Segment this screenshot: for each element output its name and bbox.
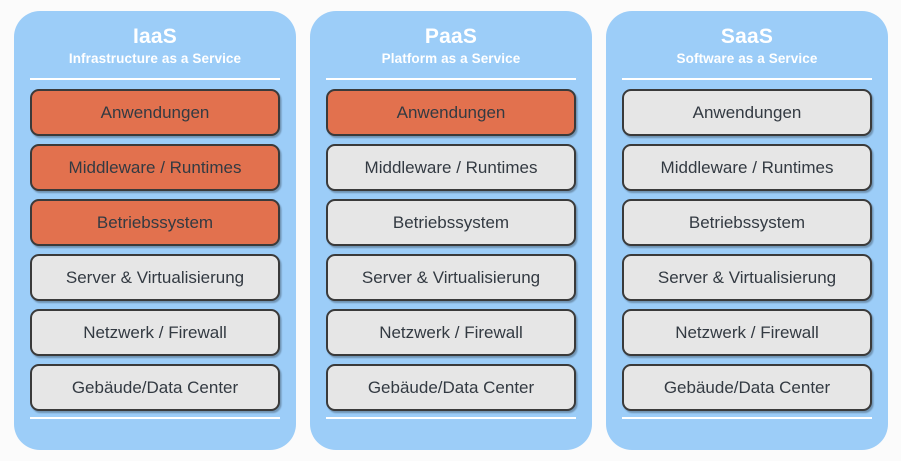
panel-subtitle-iaas: Infrastructure as a Service [68, 51, 242, 66]
panel-saas: SaaS Software as a Service Anwendungen M… [606, 11, 888, 450]
layer-gebaeude-data-center-paas: Gebäude/Data Center [326, 364, 576, 411]
layer-stack-paas: Anwendungen Middleware / Runtimes Betrie… [326, 80, 576, 411]
layer-netzwerk-firewall-paas: Netzwerk / Firewall [326, 309, 576, 356]
panel-title-saas: SaaS [720, 25, 774, 48]
panel-footer-spacer-saas [622, 419, 872, 450]
layer-middleware-runtimes-saas: Middleware / Runtimes [622, 144, 872, 191]
panel-footer-spacer-paas [326, 419, 576, 450]
layer-anwendungen-paas: Anwendungen [326, 89, 576, 136]
panel-footer-spacer-iaas [30, 419, 280, 450]
panel-subtitle-paas: Platform as a Service [381, 51, 521, 66]
layer-server-virtualisierung-paas: Server & Virtualisierung [326, 254, 576, 301]
layer-server-virtualisierung-saas: Server & Virtualisierung [622, 254, 872, 301]
layer-gebaeude-data-center-saas: Gebäude/Data Center [622, 364, 872, 411]
panel-header-paas: PaaS Platform as a Service [326, 25, 576, 74]
layer-gebaeude-data-center-iaas: Gebäude/Data Center [30, 364, 280, 411]
layer-netzwerk-firewall-saas: Netzwerk / Firewall [622, 309, 872, 356]
layer-betriebssystem-saas: Betriebssystem [622, 199, 872, 246]
layer-netzwerk-firewall-iaas: Netzwerk / Firewall [30, 309, 280, 356]
panel-subtitle-saas: Software as a Service [676, 51, 818, 66]
header-divider-iaas [30, 78, 280, 80]
layer-anwendungen-saas: Anwendungen [622, 89, 872, 136]
footer-divider-saas [622, 417, 872, 419]
panel-header-saas: SaaS Software as a Service [622, 25, 872, 74]
layer-stack-iaas: Anwendungen Middleware / Runtimes Betrie… [30, 80, 280, 411]
layer-middleware-runtimes-paas: Middleware / Runtimes [326, 144, 576, 191]
header-divider-saas [622, 78, 872, 80]
panel-title-iaas: IaaS [133, 25, 177, 48]
layer-betriebssystem-paas: Betriebssystem [326, 199, 576, 246]
footer-divider-paas [326, 417, 576, 419]
panel-title-paas: PaaS [424, 25, 478, 48]
layer-middleware-runtimes-iaas: Middleware / Runtimes [30, 144, 280, 191]
footer-divider-iaas [30, 417, 280, 419]
layer-server-virtualisierung-iaas: Server & Virtualisierung [30, 254, 280, 301]
header-divider-paas [326, 78, 576, 80]
layer-anwendungen-iaas: Anwendungen [30, 89, 280, 136]
panel-paas: PaaS Platform as a Service Anwendungen M… [310, 11, 592, 450]
layer-stack-saas: Anwendungen Middleware / Runtimes Betrie… [622, 80, 872, 411]
layer-betriebssystem-iaas: Betriebssystem [30, 199, 280, 246]
panel-header-iaas: IaaS Infrastructure as a Service [30, 25, 280, 74]
panel-iaas: IaaS Infrastructure as a Service Anwendu… [14, 11, 296, 450]
